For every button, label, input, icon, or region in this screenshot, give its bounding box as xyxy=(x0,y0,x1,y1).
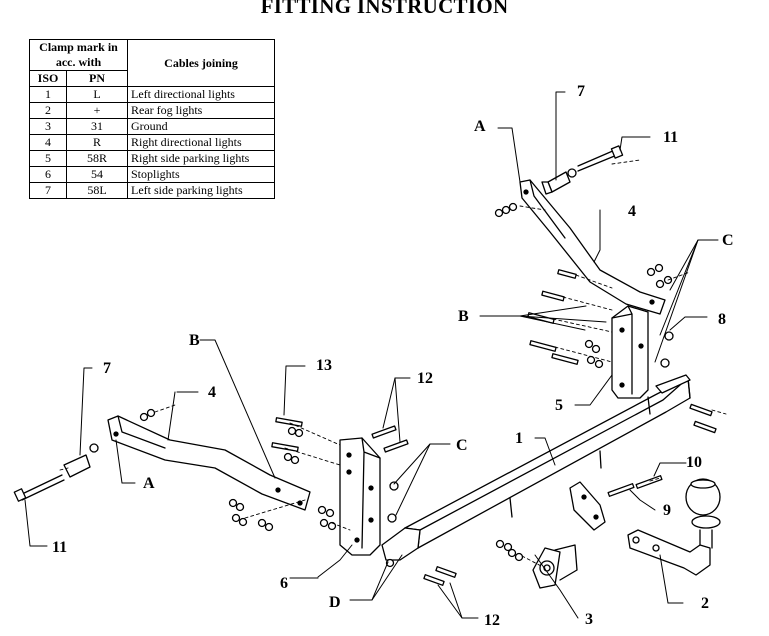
callout-11-left: 11 xyxy=(52,539,67,556)
iso-cell: 7 xyxy=(29,182,67,199)
callout-7-left: 7 xyxy=(103,360,111,377)
beam-end-piece xyxy=(381,527,421,561)
callout-2: 2 xyxy=(701,595,709,612)
callout-3: 3 xyxy=(585,611,593,628)
callout-8: 8 xyxy=(718,311,726,328)
spacer-sleeve-left xyxy=(63,443,99,478)
long-bolt-right xyxy=(577,145,624,172)
callout-11-right: 11 xyxy=(663,129,678,146)
callout-labels: 1 2 3 4 4 5 6 7 7 8 9 10 11 11 12 12 13 … xyxy=(52,83,734,629)
nut-cluster xyxy=(139,202,674,568)
callout-9: 9 xyxy=(663,502,671,519)
desc-cell: Left side parking lights xyxy=(127,182,275,199)
left-bracket xyxy=(339,437,381,556)
callout-12-upper: 12 xyxy=(417,370,433,387)
callout-13: 13 xyxy=(316,357,332,374)
callout-7-right: 7 xyxy=(577,83,585,100)
tow-ball xyxy=(627,478,721,576)
spacer-sleeve-right xyxy=(541,168,577,195)
leader-lines xyxy=(24,91,719,619)
right-bracket xyxy=(611,305,649,399)
callout-D: D xyxy=(329,594,341,611)
socket-plate xyxy=(532,544,578,589)
table-row: 7 58L Left side parking lights xyxy=(29,182,275,199)
desc-cell: Right side parking lights xyxy=(127,150,275,167)
long-bolt-left xyxy=(13,474,65,502)
table-subheader-row: ISO PN xyxy=(29,70,275,87)
callout-12-lower: 12 xyxy=(484,612,500,629)
desc-cell: Right directional lights xyxy=(127,134,275,151)
callout-5: 5 xyxy=(555,397,563,414)
desc-cell: Rear fog lights xyxy=(127,102,275,119)
callout-B-left: B xyxy=(189,332,200,349)
callout-A-left: A xyxy=(143,475,155,492)
header-pn: PN xyxy=(66,70,128,87)
main-cross-beam xyxy=(404,374,691,549)
table-row: 2 + Rear fog lights xyxy=(29,102,275,119)
header-clamp-mark: Clamp mark in acc. with xyxy=(29,39,128,71)
callout-4-right: 4 xyxy=(628,203,636,220)
left-long-bracket xyxy=(107,415,311,511)
table-row: 5 58R Right side parking lights xyxy=(29,150,275,167)
callout-B-right: B xyxy=(458,308,469,325)
callout-C-left: C xyxy=(456,437,468,454)
callout-6: 6 xyxy=(280,575,288,592)
callout-1: 1 xyxy=(515,430,523,447)
table-row: 6 54 Stoplights xyxy=(29,166,275,183)
wiring-table: Clamp mark in acc. with Cables joining I… xyxy=(29,39,275,199)
table-row: 4 R Right directional lights xyxy=(29,134,275,151)
right-long-bracket xyxy=(519,179,666,315)
callout-C-right: C xyxy=(722,232,734,249)
callout-10: 10 xyxy=(686,454,702,471)
callout-4-left: 4 xyxy=(208,384,216,401)
callout-A-right: A xyxy=(474,118,486,135)
ball-mount-plate xyxy=(569,481,606,531)
page-title: FITTING INSTRUCTION xyxy=(260,0,509,18)
pn-cell: 58R xyxy=(66,150,128,167)
